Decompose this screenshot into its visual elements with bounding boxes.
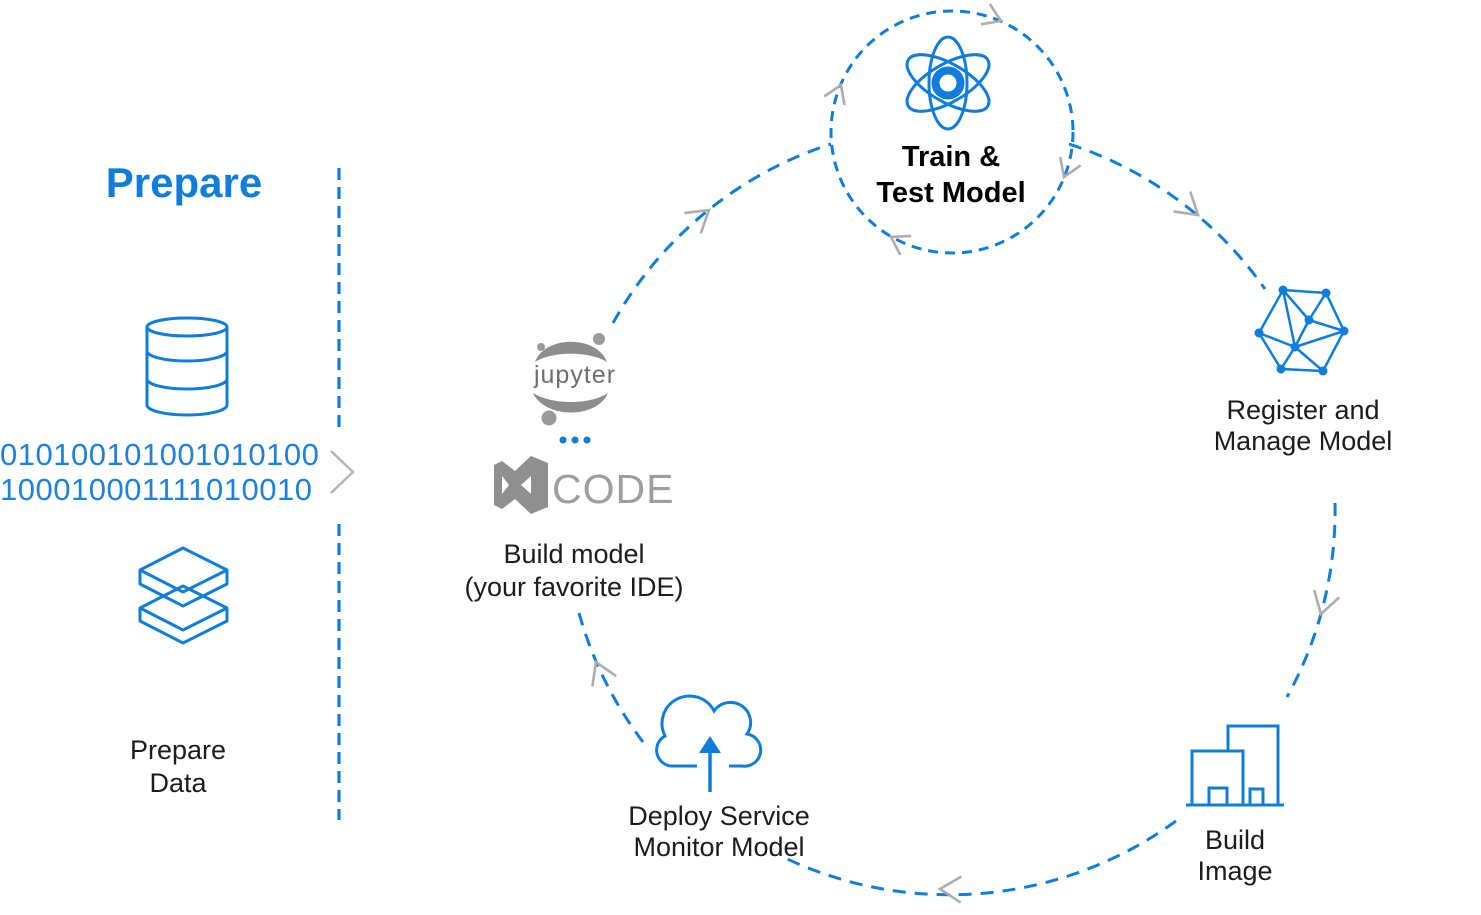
jupyter-bottom-arc — [533, 393, 608, 413]
arc-buildmodel-to-train — [611, 142, 832, 324]
binary-data-text: 010100101001010100 100010001111010010 — [0, 437, 319, 507]
label-line: Data — [149, 768, 207, 798]
database-icon — [145, 316, 229, 417]
mesh-nodes — [1254, 285, 1349, 376]
flow-arrowheads — [330, 3, 1341, 904]
train-iteration-circle — [829, 9, 1075, 255]
label-line: Prepare — [129, 735, 227, 765]
label-line: Manage Model — [1213, 426, 1393, 456]
vscode-logo-text: CODE — [552, 466, 675, 512]
arc-register-to-buildimage — [1285, 502, 1337, 698]
chevron-arrowhead — [1058, 156, 1082, 180]
jupyter-logo-text: jupyter — [533, 361, 617, 389]
arc-deploy-to-buildmodel — [577, 612, 645, 743]
chevron-arrowhead — [980, 3, 1004, 26]
label-line: Deploy Service — [628, 801, 810, 831]
train-test-label: Train & Test Model — [876, 139, 1025, 211]
atom-icon — [905, 35, 991, 131]
label-line: Train & — [901, 141, 1001, 173]
binary-line-2: 100010001111010010 — [0, 472, 313, 507]
label-line: Register and — [1226, 395, 1380, 425]
chevron-arrowhead — [888, 234, 912, 256]
prepare-heading: Prepare — [105, 159, 263, 206]
ellipsis-dots — [559, 436, 591, 444]
network-mesh-icon — [1254, 285, 1349, 376]
layers-icon — [138, 546, 229, 645]
jupyter-moon-dot — [593, 333, 605, 345]
upload-arrow-head — [699, 736, 721, 753]
chevron-arrowhead — [823, 82, 846, 106]
buildings-icon — [1186, 724, 1284, 807]
deploy-monitor-label: Deploy Service Monitor Model — [628, 801, 810, 863]
label-line: (your favorite IDE) — [464, 572, 684, 602]
label-line: Image — [1197, 856, 1273, 886]
chevron-arrowhead — [591, 659, 617, 687]
label-line: Test Model — [876, 177, 1026, 209]
lifecycle-cycle-path — [577, 142, 1337, 897]
jupyter-moon-dot — [537, 343, 545, 351]
chevron-arrowhead — [684, 208, 711, 234]
label-line: Monitor Model — [633, 832, 805, 862]
arc-buildimage-to-deploy — [780, 819, 1177, 897]
cloud-outline — [655, 694, 763, 768]
prepare-data-label: Prepare Data — [130, 734, 226, 800]
chevron-arrowhead — [937, 875, 962, 904]
visual-studio-logo — [494, 456, 548, 514]
binary-flow-chevron — [330, 450, 355, 494]
binary-line-1: 010100101001010100 — [0, 437, 320, 472]
label-line: Build model — [503, 539, 645, 569]
jupyter-top-arc — [535, 341, 607, 362]
register-manage-label: Register and Manage Model — [1214, 395, 1393, 457]
build-model-label: Build model (your favorite IDE) — [464, 538, 683, 604]
chevron-arrowhead — [1312, 589, 1341, 617]
cloud-upload-icon — [655, 694, 763, 792]
jupyter-moon-dot — [541, 410, 557, 426]
chevron-arrowhead — [1173, 191, 1200, 217]
jupyter-logo — [533, 333, 608, 426]
label-line: Build — [1204, 825, 1266, 855]
arc-train-to-register — [1068, 142, 1267, 290]
build-image-label: Build Image — [1197, 825, 1272, 887]
